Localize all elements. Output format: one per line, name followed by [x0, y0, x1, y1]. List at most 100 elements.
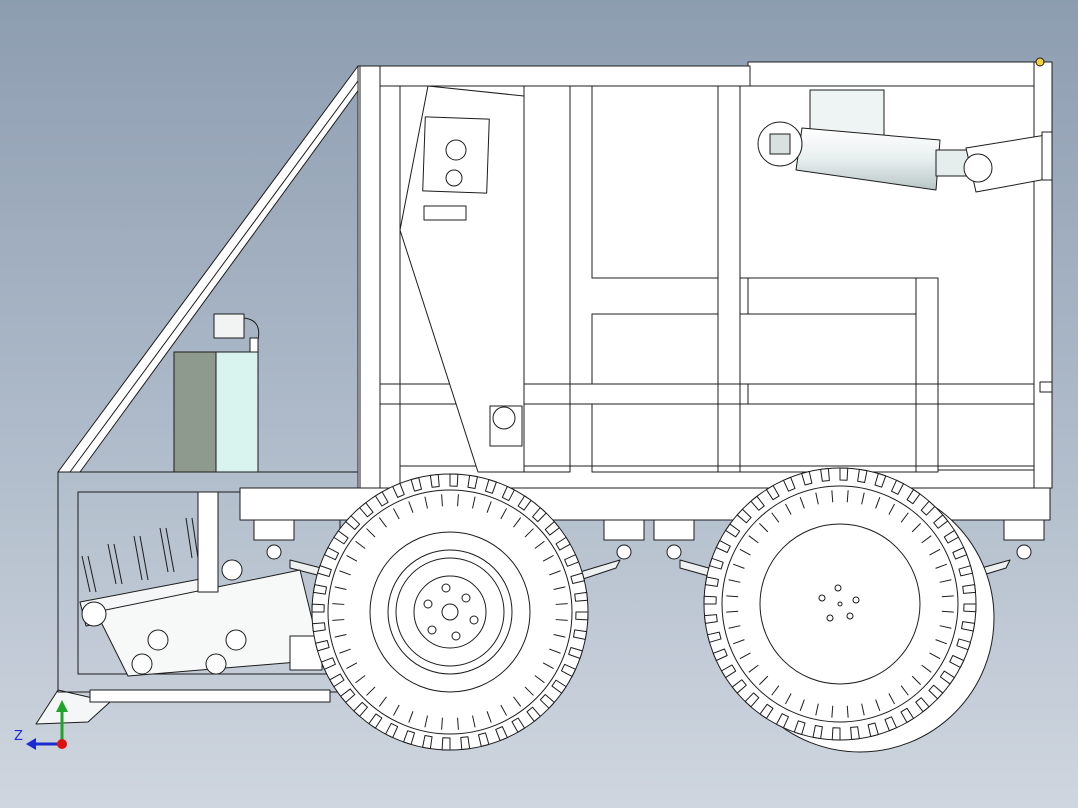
tire-tread-block — [850, 726, 860, 741]
tire-tread-block — [736, 508, 752, 524]
cylinder-mount-left-slot — [769, 133, 791, 155]
tire-tread-block — [568, 646, 583, 659]
tire-groove-mark — [861, 703, 865, 716]
tire-tread-block — [429, 474, 440, 488]
battery-dark-cell — [173, 351, 217, 473]
frame-upright-mid — [197, 491, 219, 593]
roller-left — [81, 601, 107, 627]
tire-tread-block — [484, 479, 497, 494]
tire-tread-block — [915, 697, 930, 713]
tire-groove-mark — [748, 535, 759, 544]
tire-tread-block — [467, 474, 478, 490]
tire-groove-mark — [911, 523, 921, 533]
tire-groove-mark — [549, 648, 561, 654]
frame-member-v2 — [717, 85, 741, 473]
mount-block-front — [253, 519, 295, 560]
front-sloped-brace-inner — [69, 69, 367, 473]
tire-tread-block — [939, 670, 955, 685]
tire-groove-mark — [941, 595, 954, 598]
tire-tread-block — [495, 726, 508, 742]
tire-groove-mark — [441, 717, 443, 730]
tire-groove-mark — [900, 512, 909, 523]
tire-tread-block — [449, 473, 459, 487]
tire-tread-block — [312, 622, 326, 633]
roller-upper-right — [221, 559, 243, 581]
tire-groove-mark — [332, 603, 345, 605]
panel-mid-right — [739, 313, 917, 385]
tire-groove-mark — [378, 696, 387, 707]
tire-tread-block — [575, 611, 589, 621]
tire-tread-block — [551, 679, 567, 694]
tire-tread-block — [744, 692, 760, 708]
tire-groove-mark — [771, 512, 780, 523]
tire-tread-block — [555, 536, 571, 551]
tire-groove-mark — [799, 699, 805, 711]
tire-groove-mark — [513, 517, 522, 528]
roller-low-1 — [131, 653, 153, 675]
tire-groove-mark — [393, 508, 400, 520]
tire-groove-mark — [339, 648, 351, 654]
tire-tread-block — [812, 725, 823, 740]
tire-groove-mark — [875, 497, 881, 509]
roller-mid-1 — [147, 629, 169, 651]
tire-groove-mark — [393, 704, 400, 716]
tire-groove-mark — [542, 555, 554, 562]
tire-tread-block — [511, 717, 526, 733]
hopper-slot — [423, 205, 467, 221]
tire-tread-block — [765, 485, 780, 501]
tire-groove-mark — [355, 675, 366, 684]
tire-groove-mark — [726, 595, 739, 598]
tire-tread-block — [340, 688, 356, 703]
tire-groove-mark — [929, 652, 941, 660]
tire-groove-mark — [553, 586, 566, 590]
tire-groove-mark — [861, 492, 865, 505]
tire-tread-block — [441, 737, 451, 751]
tire-groove-mark — [733, 563, 745, 569]
tire-tread-block — [725, 523, 741, 538]
tire-groove-mark — [524, 528, 534, 538]
tire-groove-mark — [748, 664, 759, 673]
tire-groove-mark — [784, 503, 792, 515]
tire-groove-mark — [346, 555, 358, 562]
tire-groove-mark — [524, 686, 534, 696]
panel-mid-center — [591, 313, 719, 385]
tire-groove-mark — [771, 685, 780, 696]
tire-groove-mark — [441, 494, 443, 507]
tire-tread-block — [920, 500, 936, 516]
tire-tread-block — [422, 734, 433, 750]
tire-tread-block — [703, 614, 718, 624]
tire-groove-mark — [799, 497, 805, 509]
tire-groove-mark — [831, 490, 834, 503]
panel-low-center — [591, 403, 719, 473]
tire-tread-block — [956, 638, 971, 651]
tire-tread-block — [962, 584, 977, 594]
sieve-springs — [81, 517, 199, 593]
tire-tread-block — [359, 502, 374, 518]
tire-groove-mark — [408, 711, 414, 723]
tire-tread-block — [721, 664, 737, 679]
tire-groove-mark — [334, 586, 347, 590]
x-axis-arrowhead-icon — [26, 738, 36, 750]
tire-groove-mark — [728, 625, 741, 629]
tire-groove-mark — [935, 563, 947, 569]
tire-tread-block — [539, 694, 555, 709]
tire-tread-block — [353, 701, 368, 717]
tire-groove-mark — [408, 501, 414, 513]
tire-tread-block — [311, 603, 325, 613]
tire-groove-mark — [846, 705, 849, 718]
tire-groove-mark — [555, 603, 568, 605]
tire-groove-mark — [472, 715, 476, 728]
tire-tread-block — [712, 648, 728, 661]
tire-tread-block — [517, 495, 532, 511]
tire-tread-block — [570, 572, 585, 584]
tire-groove-mark — [424, 496, 428, 509]
corner-indicator-dot — [1035, 57, 1045, 67]
tire-tread-block — [574, 591, 588, 602]
tire-tread-block — [900, 707, 915, 723]
tire-tread-block — [963, 603, 977, 613]
tire-groove-mark — [888, 693, 896, 705]
tire-tread-block — [320, 657, 336, 670]
lower-frame-base-plate — [89, 689, 331, 703]
